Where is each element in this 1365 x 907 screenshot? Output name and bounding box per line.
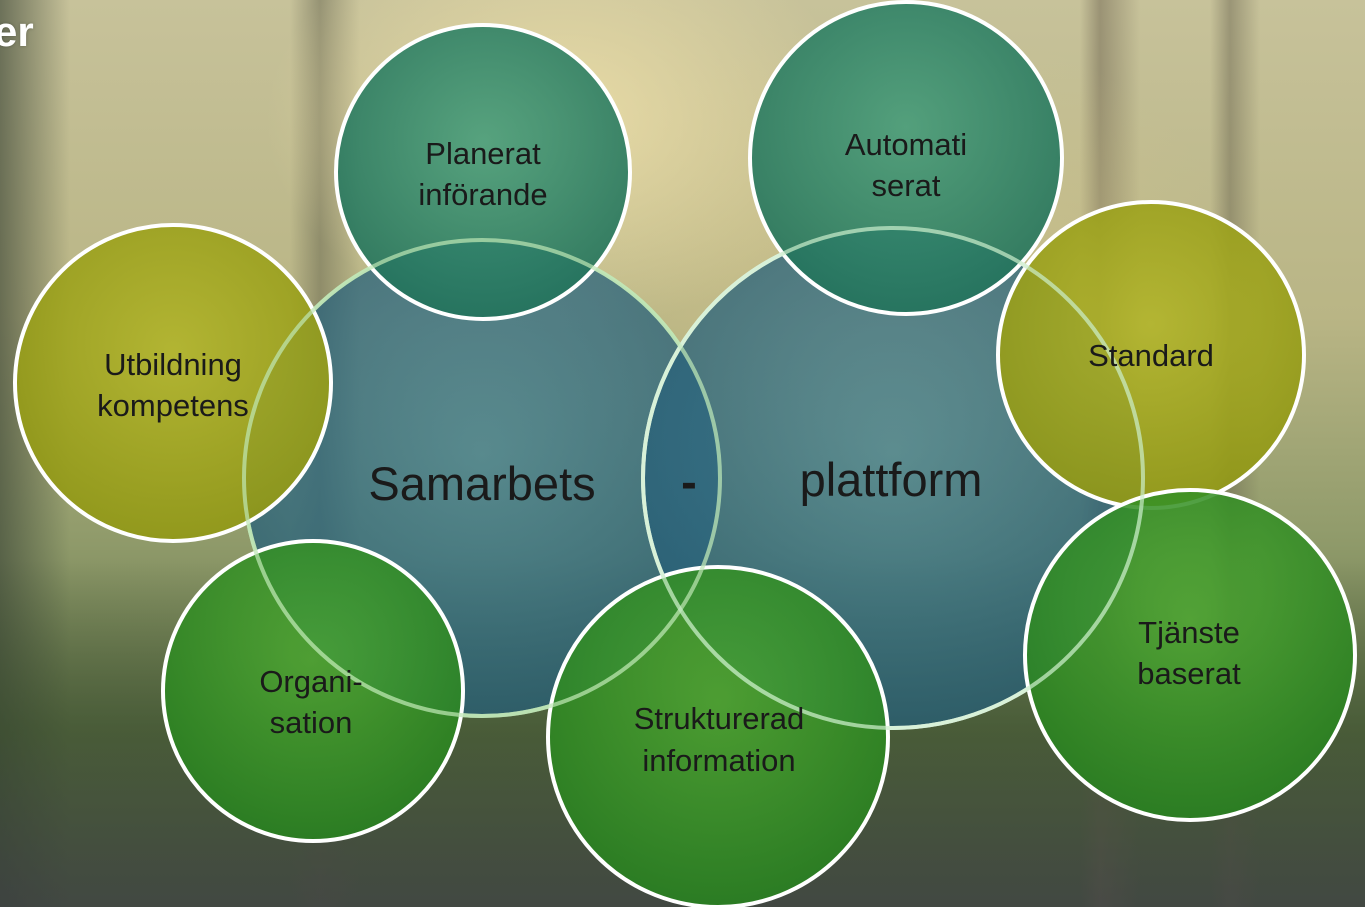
utbildning-line1: Utbildning xyxy=(104,347,242,382)
automatiserat-line2: serat xyxy=(872,168,941,203)
satellite-planerat xyxy=(334,23,632,321)
strukturerad-line2: information xyxy=(642,743,795,778)
center-label-left: Samarbets xyxy=(368,457,595,510)
tjanste-line2: baserat xyxy=(1137,656,1241,691)
satellite-tjanste xyxy=(1023,488,1357,822)
organisation-line1: Organi- xyxy=(259,664,362,699)
organisation-line2: sation xyxy=(270,705,353,740)
utbildning-line2: kompetens xyxy=(97,388,249,423)
satellite-strukturerad xyxy=(546,565,890,907)
center-label-right: plattform xyxy=(800,453,983,506)
automatiserat-line1: Automati xyxy=(845,127,967,162)
center-label-dash: - xyxy=(681,455,697,508)
tjanste-line1: Tjänste xyxy=(1138,615,1240,650)
satellite-organisation xyxy=(161,539,465,843)
planerat-line1: Planerat xyxy=(425,136,541,171)
strukturerad-line1: Strukturerad xyxy=(634,701,805,736)
slide-title: er xyxy=(0,8,34,55)
satellite-utbildning xyxy=(13,223,333,543)
planerat-line2: införande xyxy=(418,177,547,212)
standard-line1: Standard xyxy=(1088,338,1214,373)
center-circle-right-outline xyxy=(641,226,1145,730)
center-circle-left-outline xyxy=(242,238,722,718)
